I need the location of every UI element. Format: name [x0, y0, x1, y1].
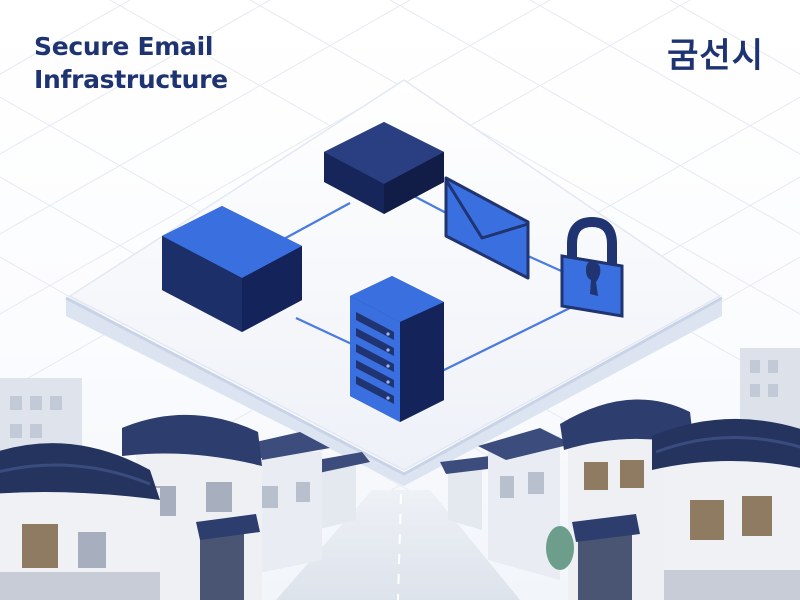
right-houses [440, 399, 800, 600]
envelope-icon [444, 176, 530, 280]
server-box-icon [162, 206, 302, 332]
street [276, 490, 520, 600]
title-line-2: Infrastructure [34, 65, 228, 94]
server-box-icon [324, 122, 444, 214]
server-rack-icon [350, 276, 444, 422]
page-title: Secure Email Infrastructure [34, 30, 228, 96]
left-houses [0, 414, 370, 600]
brand-logo: 굼선시 [667, 36, 764, 76]
network-platform [65, 79, 723, 486]
title-line-1: Secure Email [34, 32, 214, 61]
padlock-icon [560, 216, 624, 318]
